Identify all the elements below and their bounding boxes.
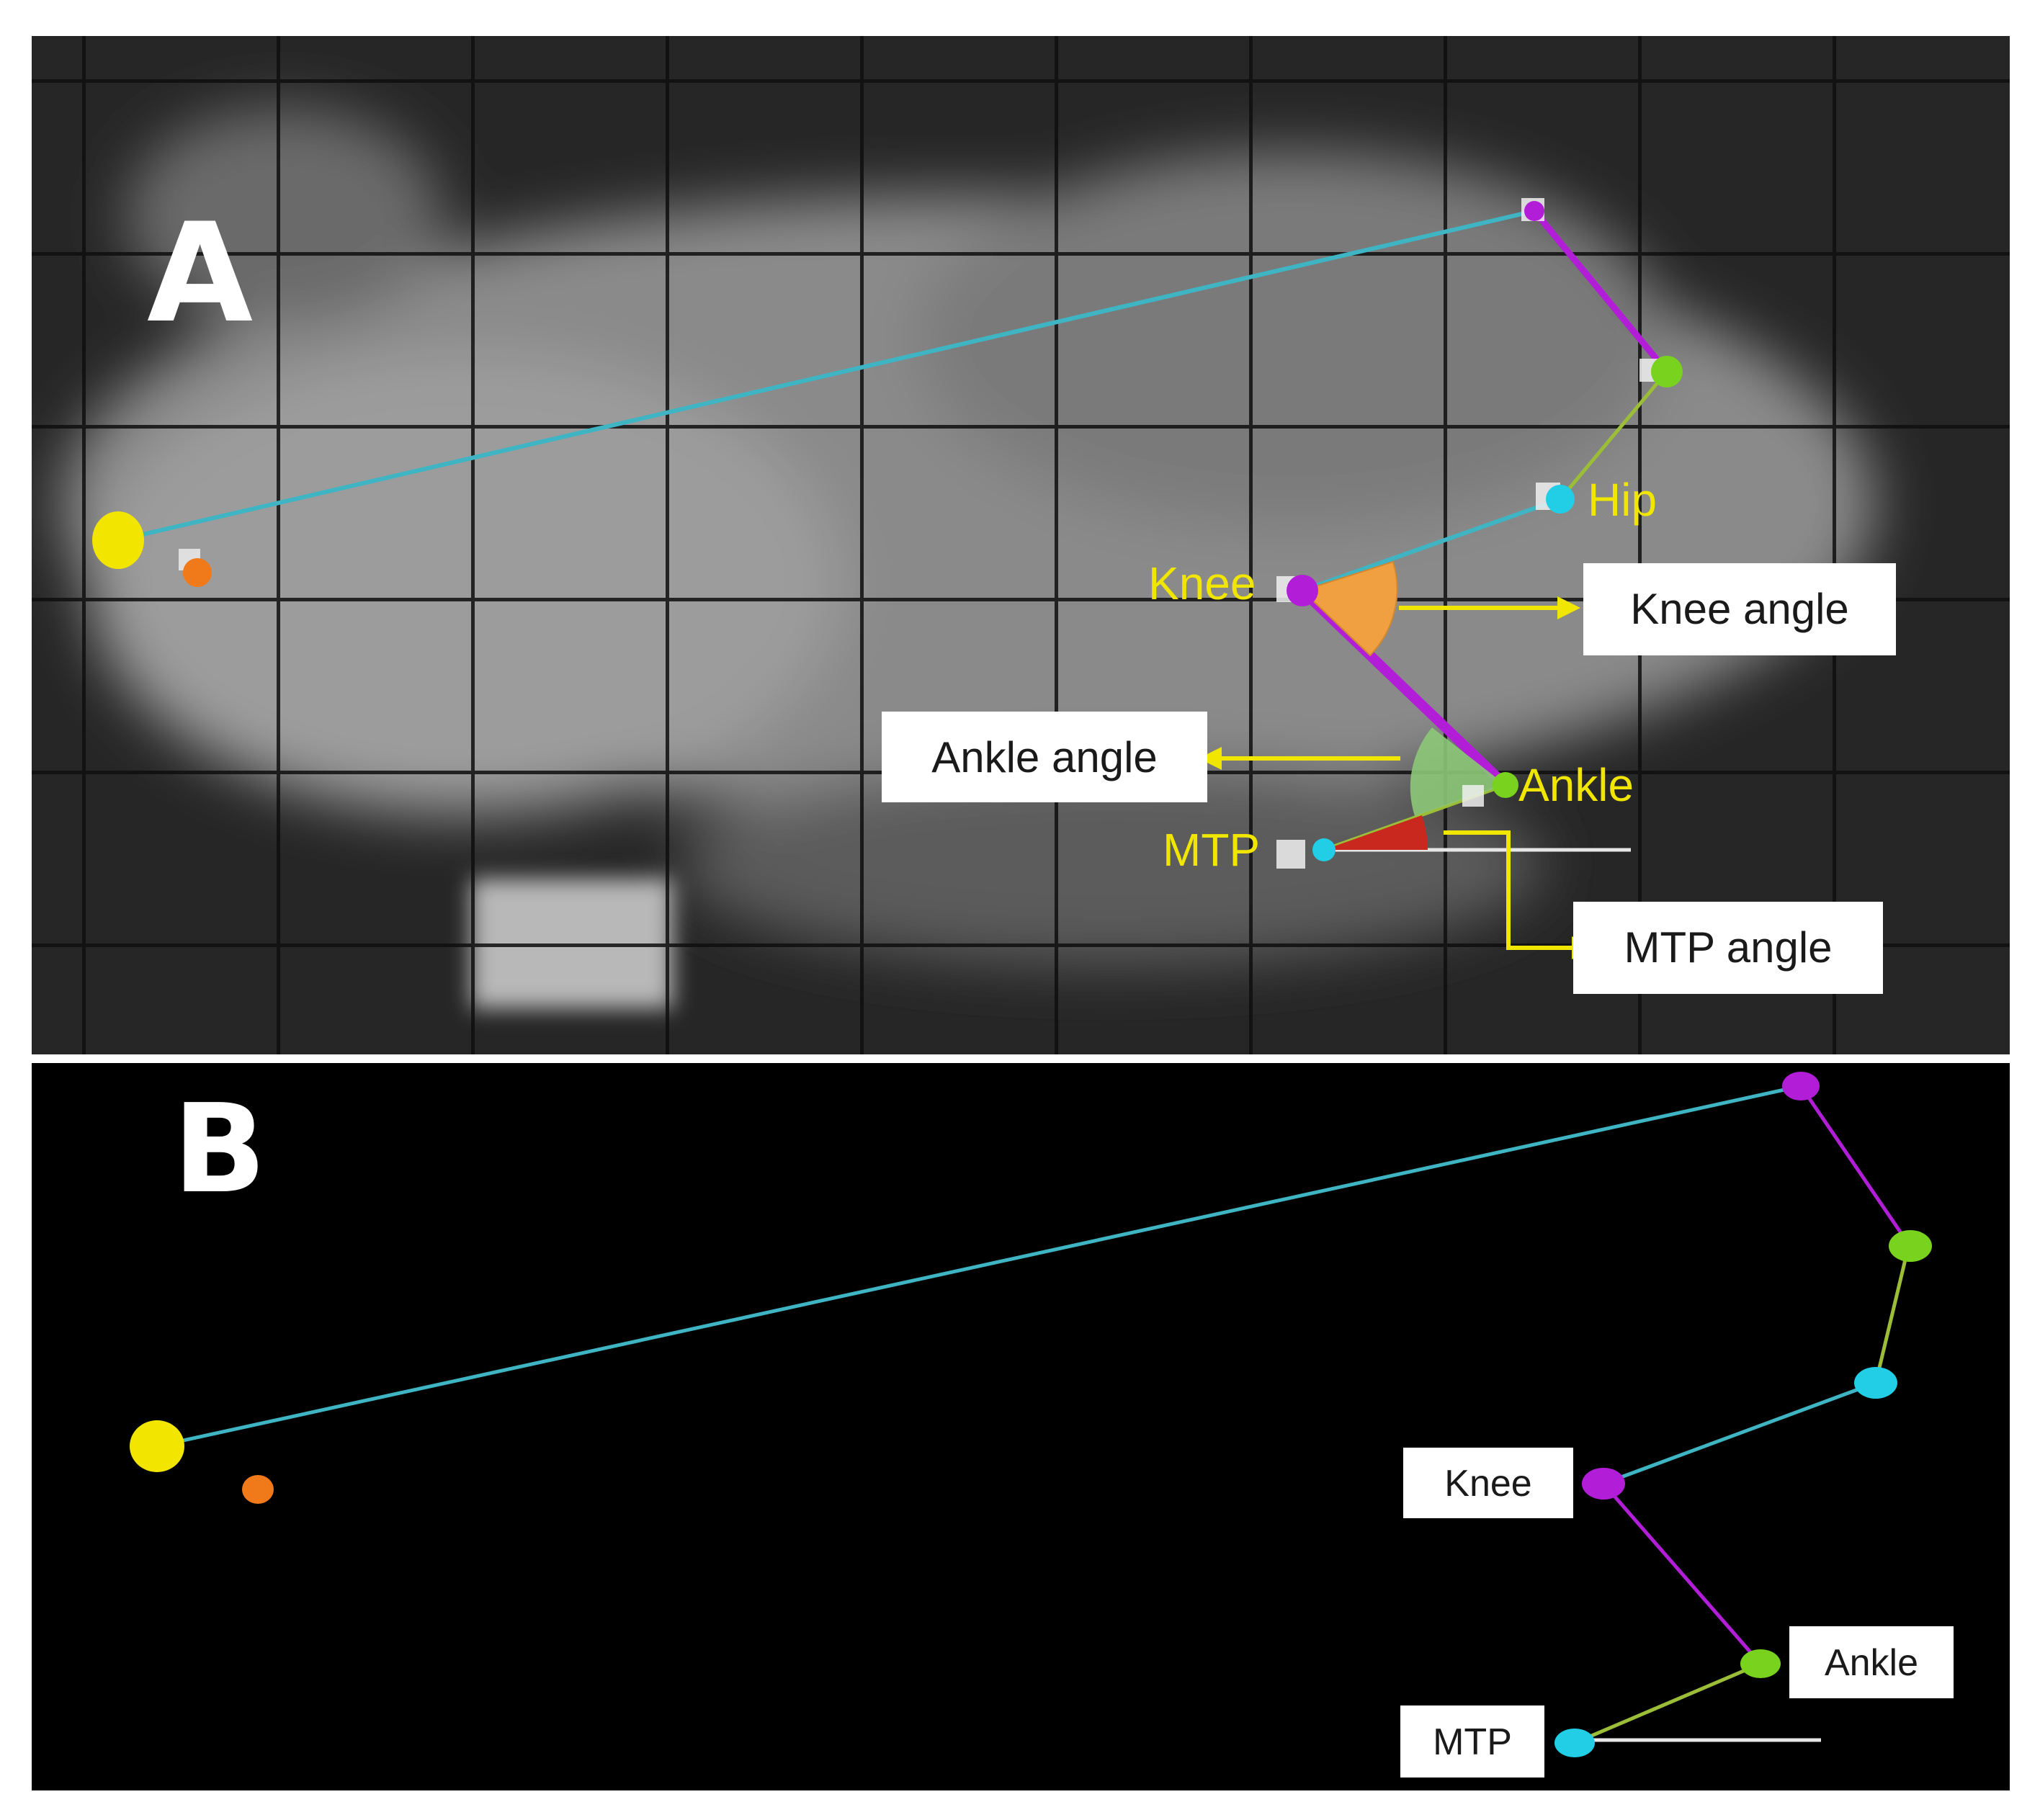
iliac-crest-point xyxy=(1782,1072,1820,1100)
ankle-point xyxy=(1740,1649,1781,1678)
knee-angle-callout-box xyxy=(1583,563,1896,655)
head-point xyxy=(92,511,144,569)
panel-a-canvas: Hip Knee Ankle MTP Knee angle Ankle angl… xyxy=(32,36,2010,1054)
femur-line xyxy=(1603,1381,1876,1486)
marker-square xyxy=(1276,840,1305,869)
spine-line xyxy=(117,209,1535,542)
knee-point xyxy=(1582,1468,1625,1500)
photo-grid xyxy=(32,36,2010,1054)
ankle-label: Ankle xyxy=(1518,759,1634,811)
panel-b-canvas: Knee Ankle MTP B xyxy=(32,1063,2010,1790)
hip-line xyxy=(1559,370,1668,501)
ear-point xyxy=(183,558,212,587)
panel-b: Knee Ankle MTP B xyxy=(32,1063,2010,1790)
panel-b-background xyxy=(32,1063,2010,1790)
ankle-angle-callout: Ankle angle xyxy=(931,733,1158,781)
mtp-angle-callout: MTP angle xyxy=(1624,923,1832,972)
panel-a-letter: A xyxy=(147,194,253,353)
head-point xyxy=(130,1420,184,1472)
marker-square xyxy=(1462,785,1484,807)
ear-point xyxy=(242,1475,274,1504)
knee-point xyxy=(1287,575,1318,606)
mtp-label: MTP xyxy=(1163,824,1260,876)
hip-line xyxy=(1874,1244,1911,1384)
tibia-line xyxy=(1602,1482,1762,1665)
ankle-label-box xyxy=(1789,1626,1954,1698)
femur-line xyxy=(1301,497,1562,593)
hip-point xyxy=(1546,485,1575,514)
pelvis-point xyxy=(1651,356,1683,387)
mtp-angle-wedge xyxy=(1324,815,1428,850)
spine-line xyxy=(156,1084,1802,1448)
mtp-label-box xyxy=(1400,1705,1544,1778)
foot-line xyxy=(1574,1662,1761,1745)
iliac-crest-point xyxy=(1524,201,1544,221)
ankle-point xyxy=(1493,772,1518,798)
knee-angle-callout: Knee angle xyxy=(1630,585,1849,633)
knee-arrow-head xyxy=(1557,596,1580,619)
knee-label: Knee xyxy=(1148,557,1256,609)
ankle-arrow-head xyxy=(1199,747,1222,770)
panel-a: Hip Knee Ankle MTP Knee angle Ankle angl… xyxy=(32,36,2010,1054)
mtp-label: MTP xyxy=(1433,1721,1512,1763)
ankle-angle-wedge xyxy=(1410,727,1506,816)
panel-b-letter: B xyxy=(173,1078,267,1221)
mtp-point xyxy=(1312,838,1336,861)
pelvis-point xyxy=(1889,1230,1932,1262)
knee-label-box xyxy=(1403,1448,1573,1518)
knee-label: Knee xyxy=(1444,1463,1531,1505)
mtp-point xyxy=(1554,1729,1595,1757)
pelvis-line xyxy=(1531,209,1670,374)
mtp-angle-callout-box xyxy=(1573,902,1883,994)
hip-point xyxy=(1854,1367,1897,1399)
callout-arrows xyxy=(1220,606,1573,950)
knee-angle-wedge xyxy=(1301,560,1398,657)
hip-label: Hip xyxy=(1588,474,1657,526)
ankle-label: Ankle xyxy=(1825,1642,1918,1684)
pelvis-line xyxy=(1799,1085,1911,1246)
ankle-angle-callout-box xyxy=(882,712,1207,802)
